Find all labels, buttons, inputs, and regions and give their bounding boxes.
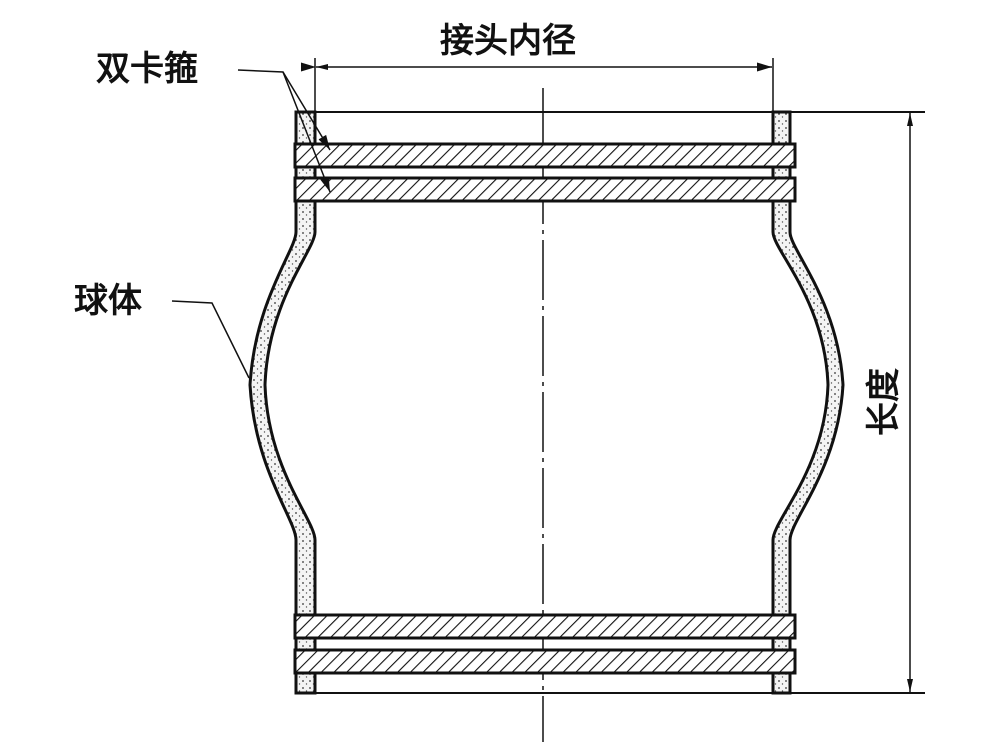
inner-diameter-label: 接头内径 [440, 21, 576, 61]
bottom-clamp-2 [293, 648, 797, 675]
double-clamp-label: 双卡箍 [96, 49, 198, 89]
double-clamp-leader-2 [282, 71, 331, 193]
top-clamp-1 [293, 142, 797, 169]
ball-body-leader [171, 300, 250, 379]
top-clamp-2 [293, 176, 797, 203]
ball-body-label: 球体 [74, 281, 142, 321]
length-label: 长度 [864, 368, 904, 436]
right-ball-wall [771, 110, 845, 695]
bottom-clamp-1 [293, 613, 797, 640]
